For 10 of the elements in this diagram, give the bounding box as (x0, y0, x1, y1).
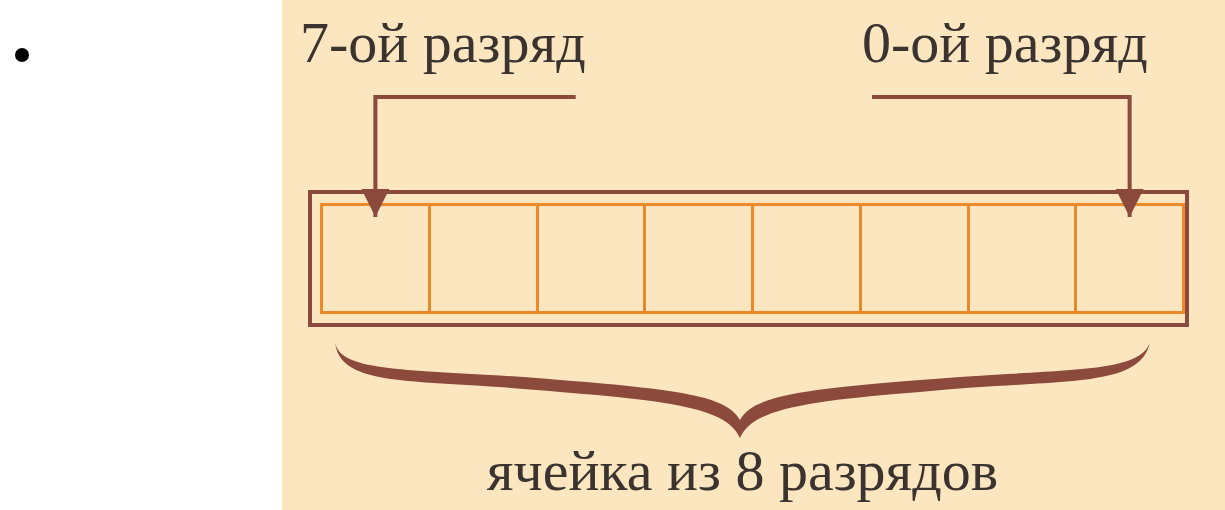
memory-cell-frame (308, 190, 1189, 327)
bit-cell (320, 203, 431, 314)
bit-cell (643, 203, 754, 314)
leader-arrow (872, 95, 1144, 217)
bit-label: 7-ой разряд (300, 14, 660, 97)
bit-cell (1074, 203, 1185, 314)
leader-arrow (361, 95, 576, 217)
brace-label: ячейка из 8 разрядов (486, 442, 999, 500)
bit-label: 0-ой разряд (862, 14, 1192, 97)
bit-cell (751, 203, 862, 314)
